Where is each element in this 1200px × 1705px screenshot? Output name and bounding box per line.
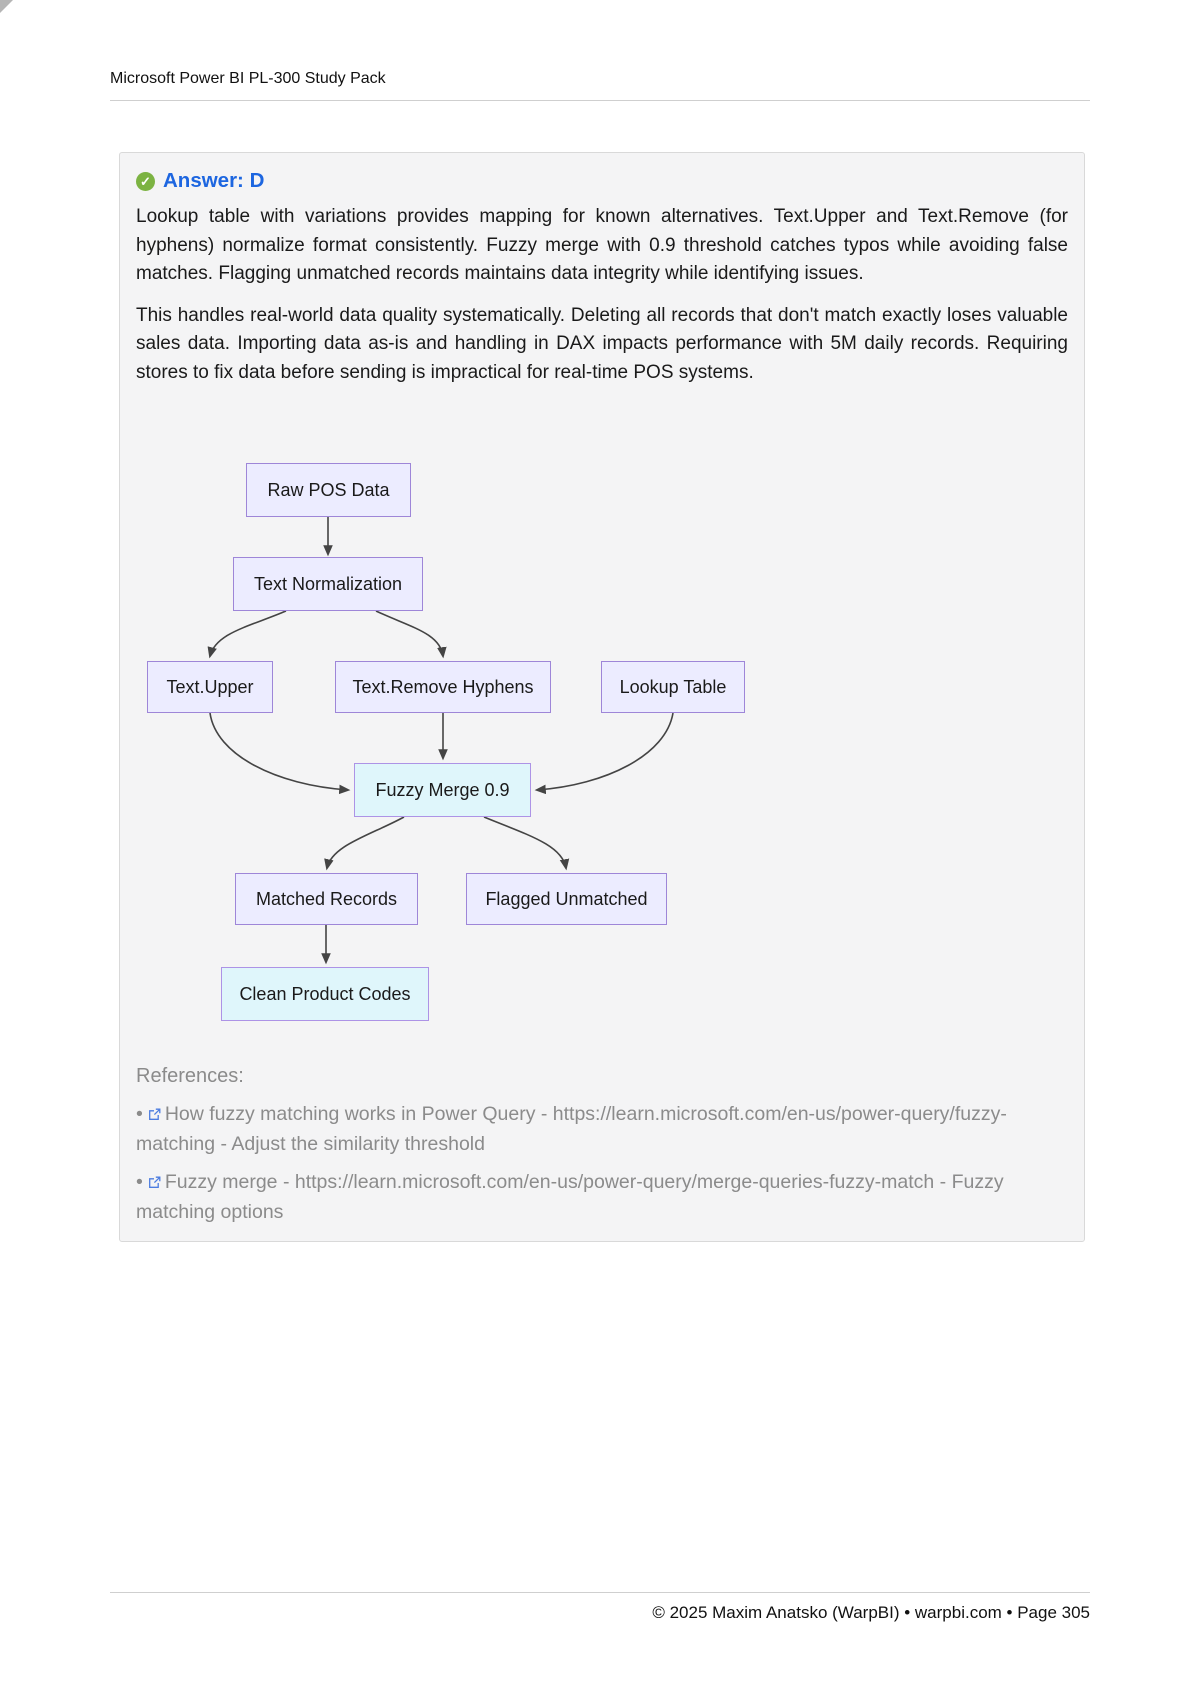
diagram-node-label: Fuzzy Merge 0.9 [375, 779, 510, 800]
reference-bullet: • [136, 1103, 143, 1125]
footer-text: © 2025 Maxim Anatsko (WarpBI) • warpbi.c… [652, 1603, 1090, 1622]
diagram-node-upper: Text.Upper [147, 661, 273, 713]
reference-text: Fuzzy merge - https://learn.microsoft.co… [136, 1171, 1004, 1223]
answer-box: ✓ Answer: D Lookup table with variations… [119, 152, 1085, 1242]
diagram-node-label: Lookup Table [619, 676, 727, 697]
diagram-node-raw: Raw POS Data [246, 463, 411, 517]
diagram-node-remove: Text.Remove Hyphens [335, 661, 551, 713]
diagram-node-label: Text.Upper [166, 676, 254, 697]
external-link-icon [148, 1108, 161, 1120]
document-footer: © 2025 Maxim Anatsko (WarpBI) • warpbi.c… [110, 1592, 1090, 1623]
reference-text: How fuzzy matching works in Power Query … [136, 1103, 1007, 1155]
answer-paragraph-2: This handles real-world data quality sys… [136, 304, 1068, 383]
check-circle-icon: ✓ [136, 171, 155, 191]
references-heading: References: [136, 1065, 244, 1087]
page-corner-fold [0, 0, 13, 13]
diagram-edge-norm-remove [375, 610, 447, 659]
diagram-edge-fuzzy-flagged [483, 816, 570, 871]
diagram-edge-fuzzy-matched [324, 816, 405, 871]
header-title: Microsoft Power BI PL-300 Study Pack [110, 70, 386, 87]
reference-item[interactable]: •Fuzzy merge - https://learn.microsoft.c… [136, 1167, 1070, 1227]
diagram-node-norm: Text Normalization [233, 557, 423, 611]
diagram-node-label: Flagged Unmatched [485, 888, 648, 909]
answer-paragraph-1: Lookup table with variations provides ma… [136, 206, 1068, 284]
diagram-node-fuzzy: Fuzzy Merge 0.9 [354, 763, 531, 817]
answer-label: Answer: D [163, 169, 265, 192]
document-header: Microsoft Power BI PL-300 Study Pack [110, 70, 1090, 101]
answer-title-row: ✓ Answer: D [136, 169, 1068, 193]
diagram-node-lookup: Lookup Table [601, 661, 745, 713]
diagram-edge-norm-upper [207, 610, 287, 659]
diagram-node-label: Matched Records [255, 888, 398, 909]
references-section: References: •How fuzzy matching works in… [136, 1061, 1070, 1235]
diagram-node-label: Clean Product Codes [239, 983, 411, 1004]
diagram-edge-upper-fuzzy [209, 712, 351, 795]
reference-bullet: • [136, 1171, 143, 1193]
diagram-node-flagged: Flagged Unmatched [466, 873, 667, 925]
diagram-node-label: Text Normalization [253, 573, 403, 594]
diagram-edge-lookup-fuzzy [534, 712, 674, 795]
diagram-node-clean: Clean Product Codes [221, 967, 429, 1021]
references-list: •How fuzzy matching works in Power Query… [136, 1099, 1070, 1227]
reference-item[interactable]: •How fuzzy matching works in Power Query… [136, 1099, 1070, 1159]
diagram-node-label: Raw POS Data [267, 479, 390, 500]
diagram-node-label: Text.Remove Hyphens [352, 676, 534, 697]
external-link-icon [148, 1176, 161, 1188]
diagram-node-matched: Matched Records [235, 873, 418, 925]
diagram-edges-svg [207, 517, 674, 965]
